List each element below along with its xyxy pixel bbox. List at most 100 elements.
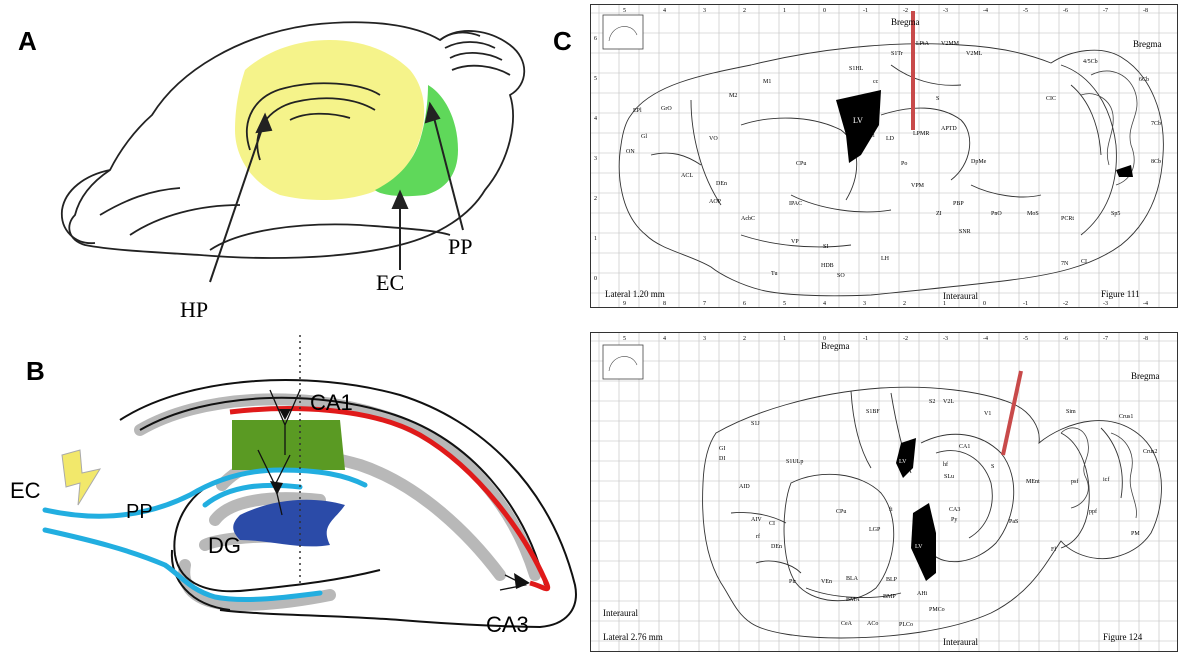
- atlas-111-left-tick: 2: [594, 196, 597, 202]
- interaural-124: Interaural: [943, 637, 978, 647]
- ventral-contour: [100, 188, 240, 235]
- region-dpme: DpMe: [971, 159, 987, 165]
- region-bmp: BMP: [883, 594, 896, 600]
- atlas-111-left-tick: 5: [594, 76, 597, 82]
- region-ca1-b: CA1: [959, 444, 970, 450]
- region-zi: ZI: [936, 211, 942, 217]
- region-pcrt: PCRt: [1061, 216, 1074, 222]
- region-cpu: CPu: [796, 161, 806, 167]
- region-m1: M1: [763, 79, 771, 85]
- stimulation-lightning-icon: [62, 450, 100, 505]
- region-pn: PnO: [991, 211, 1002, 217]
- region-cb6: 6Cb: [1139, 77, 1149, 83]
- region-mentd: MEnt: [1026, 479, 1040, 485]
- region-snr: SNR: [959, 229, 971, 235]
- atlas-124-top-tick: 4: [663, 336, 666, 342]
- atlas-111-top-tick: -3: [943, 8, 948, 14]
- region-ci-b: CI: [769, 521, 775, 527]
- region-di: DI: [719, 456, 725, 462]
- bregma-top-111: Bregma: [891, 17, 920, 27]
- region-pmco: PMCo: [929, 607, 945, 613]
- region-deng: DEn: [716, 181, 727, 187]
- region-s1tr: S1Tr: [891, 51, 903, 57]
- region-epi: EPl: [633, 108, 642, 114]
- panel-letter-a: A: [18, 26, 37, 57]
- region-s2: S2: [929, 399, 935, 405]
- region-m2: M2: [729, 93, 737, 99]
- olfactory-bulb-outline: [62, 170, 110, 243]
- section-outline-111: [619, 44, 1163, 296]
- lv-label-111: LV: [853, 116, 863, 125]
- region-pir: Pir: [789, 579, 796, 585]
- lateral-111: Lateral 1.20 mm: [605, 289, 665, 299]
- region-sim-b: Sim: [1066, 409, 1076, 415]
- bregma-corner-124: Bregma: [1131, 371, 1160, 381]
- region-gro: GrO: [661, 106, 672, 112]
- atlas-111-bottom-tick: 4: [823, 301, 826, 307]
- atlas-figure-111: Bregma Bregma Lateral 1.20 mm Interaural…: [590, 4, 1178, 308]
- atlas-111-bottom-tick: -3: [1103, 301, 1108, 307]
- atlas-111-bottom-tick: 7: [703, 301, 706, 307]
- bregma-top-124: Bregma: [821, 341, 850, 351]
- region-bla: BLA: [846, 576, 859, 582]
- atlas-124-top-tick: -7: [1103, 336, 1108, 342]
- region-s1ulp: S1ULp: [786, 459, 803, 465]
- bregma-corner-111: Bregma: [1133, 39, 1162, 49]
- region-cic: CIC: [1046, 96, 1056, 102]
- region-pas: PaS: [1009, 519, 1018, 525]
- region-aiv: AIV: [751, 517, 762, 523]
- brainstem-outline: [210, 224, 450, 250]
- atlas-124-top-tick: -4: [983, 336, 988, 342]
- atlas-111-left-tick: 4: [594, 116, 597, 122]
- atlas-111-top-tick: 4: [663, 8, 666, 14]
- region-gi-b: GI: [719, 446, 725, 452]
- region-cea: CeA: [841, 621, 853, 627]
- region-aop: AOP: [709, 199, 722, 205]
- region-ahi: AHi: [917, 591, 928, 597]
- atlas-124-top-tick: 3: [703, 336, 706, 342]
- atlas-111-top-tick: -8: [1143, 8, 1148, 14]
- atlas-111-top-tick: 3: [703, 8, 706, 14]
- atlas-111-top-tick: -6: [1063, 8, 1068, 14]
- region-py: Py: [951, 517, 957, 523]
- region-aco-b: ACo: [867, 621, 878, 627]
- region-sim: 4/5Cb: [1083, 59, 1098, 65]
- atlas-111-top-tick: -5: [1023, 8, 1028, 14]
- pp-label-b: PP: [126, 501, 153, 523]
- lv-label-124a: LV: [899, 459, 907, 465]
- region-si: SI: [823, 244, 828, 250]
- figure-124: Figure 124: [1103, 632, 1143, 642]
- region-lpta: LPtA: [916, 41, 930, 47]
- region-ven: VEn: [821, 579, 832, 585]
- atlas-124-top-tick: -1: [863, 336, 868, 342]
- atlas-124-top-tick: -3: [943, 336, 948, 342]
- atlas-124-top-tick: 5: [623, 336, 626, 342]
- ca1-label: CA1: [310, 390, 353, 415]
- panel-b-circuit-diagram: CA1 CA3 DG EC PP: [0, 335, 580, 655]
- region-s-b: S: [991, 464, 994, 470]
- ec-label-b: EC: [10, 478, 41, 503]
- region-on: ON: [626, 149, 635, 155]
- region-s1bf: S1BF: [866, 409, 880, 415]
- atlas-111-bottom-tick: 6: [743, 301, 746, 307]
- region-po: Po: [901, 161, 907, 167]
- atlas-124-drawing: Bregma Bregma Lateral 2.76 mm Interaural…: [591, 333, 1177, 651]
- atlas-111-bottom-tick: -1: [1023, 301, 1028, 307]
- atlas-111-top-tick: 5: [623, 8, 626, 14]
- region-cpu-b: CPu: [836, 509, 846, 515]
- region-blp: BLP: [886, 577, 898, 583]
- panel-a-brain-diagram: HP EC PP: [40, 0, 560, 330]
- atlas-111-left-tick: 1: [594, 236, 597, 242]
- atlas-111-bottom-tick: 9: [623, 301, 626, 307]
- region-v1: V1: [984, 411, 991, 417]
- region-cb8: 8Cb: [1151, 159, 1161, 165]
- region-mos: MoS: [1027, 211, 1039, 217]
- region-vp: VP: [791, 239, 799, 245]
- region-cc: cc: [873, 79, 879, 85]
- atlas-124-top-tick: -5: [1023, 336, 1028, 342]
- region-aptd: APTD: [941, 126, 957, 132]
- region-so: SO: [837, 273, 845, 279]
- atlas-111-top-tick: 0: [823, 8, 826, 14]
- region-icf: icf: [1103, 476, 1109, 483]
- hp-label: HP: [180, 297, 208, 322]
